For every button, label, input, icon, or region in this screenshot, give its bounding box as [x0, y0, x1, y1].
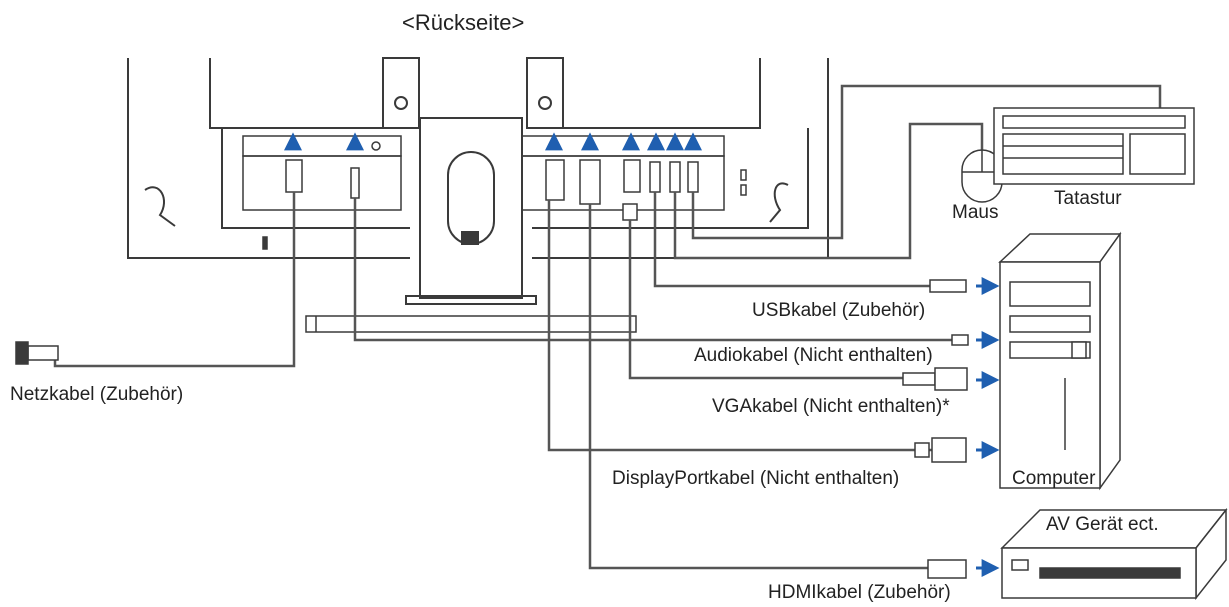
power-plug — [15, 341, 59, 365]
audio-cable-label: Audiokabel (Nicht enthalten) — [694, 345, 933, 366]
mouse-label: Maus — [952, 202, 999, 223]
cables — [53, 84, 1162, 570]
device-arrows — [976, 277, 1000, 577]
plugs — [285, 159, 699, 221]
av-device-label: AV Gerät ect. — [1046, 514, 1159, 535]
monitor-base — [305, 315, 637, 333]
keyboard-icon — [993, 107, 1195, 185]
displayport-cable-label: DisplayPortkabel (Nicht enthalten) — [612, 468, 900, 489]
power-cable-label: Netzkabel (Zubehör) — [10, 384, 184, 405]
view-title: <Rückseite> — [402, 10, 525, 35]
av-device-icon — [1000, 507, 1228, 601]
monitor-stand — [405, 117, 537, 305]
cable-connectors — [902, 279, 969, 579]
computer-icon — [998, 231, 1122, 491]
computer-label: Computer — [1012, 468, 1096, 489]
hdmi-cable-label: HDMIkabel (Zubehör) — [768, 582, 951, 603]
keyboard-label: Tatastur — [1054, 188, 1122, 209]
port-arrows — [284, 132, 702, 151]
vga-cable-label: VGAkabel (Nicht enthalten)* — [712, 396, 950, 417]
mouse-icon — [961, 149, 1003, 203]
usb-cable-label: USBkabel (Zubehör) — [752, 300, 926, 321]
